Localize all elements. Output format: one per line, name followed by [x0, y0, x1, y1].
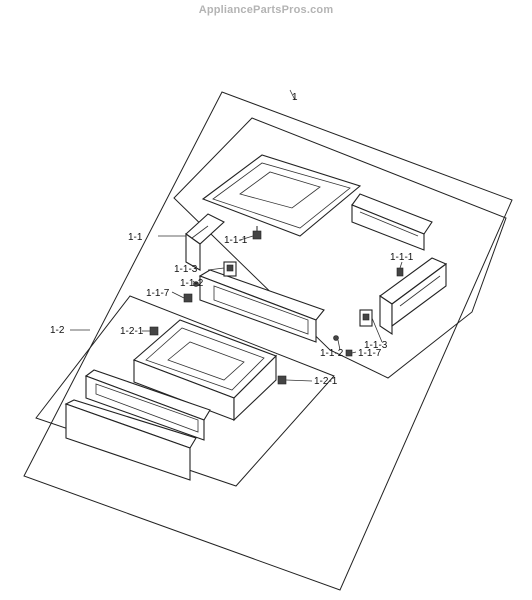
callout-1-1-3-right: 1-1-3 — [364, 340, 388, 351]
callout-1-2: 1-2 — [50, 325, 65, 336]
callout-1-1-7-right: 1-1-7 — [358, 348, 382, 359]
left-side-rail — [185, 213, 225, 271]
callout-1-1: 1-1 — [128, 232, 143, 243]
watermark: AppliancePartsPros.com — [198, 4, 334, 16]
front-panel — [198, 269, 325, 343]
callout-1-1-1-right: 1-1-1 — [390, 252, 414, 263]
callout-1-2-1-right: 1-2-1 — [314, 376, 338, 387]
bracket-right-part — [359, 309, 373, 327]
clip-left-part — [183, 293, 193, 303]
drawer-front-panel — [64, 399, 197, 481]
clip-right-part — [345, 349, 353, 357]
hinge-part — [252, 226, 262, 240]
callout-1: 1 — [292, 92, 298, 103]
drawer-front-frame — [84, 369, 211, 441]
callout-1-1-7-left: 1-1-7 — [146, 288, 170, 299]
drawer-tray — [132, 319, 277, 422]
drawer-clip-right-part — [277, 375, 287, 385]
bracket-left-part — [223, 261, 237, 277]
assembly-frame — [23, 91, 513, 591]
callout-1-1-3-left: 1-1-3 — [174, 264, 198, 275]
leader-lines — [70, 89, 403, 382]
callout-1-1-2-right: 1-1-2 — [320, 348, 344, 359]
rear-side-rail — [351, 193, 433, 251]
callout-1-1-1-top: 1-1-1 — [224, 235, 248, 246]
body-frame — [173, 117, 507, 379]
screw-right-part — [333, 335, 339, 341]
callout-1-2-1-top: 1-2-1 — [120, 326, 144, 337]
callout-1-1-2-left: 1-1-2 — [180, 278, 204, 289]
drawer-clip-top-part — [149, 326, 159, 336]
top-tray — [201, 154, 362, 237]
pin-right-part — [396, 267, 404, 277]
right-side-rail — [379, 257, 448, 336]
